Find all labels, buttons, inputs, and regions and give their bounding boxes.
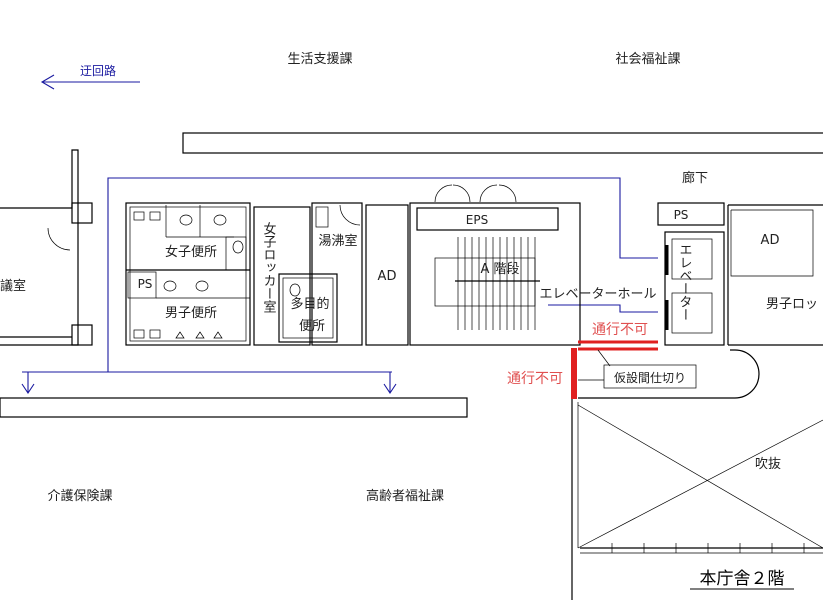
floor-title: 本庁舎２階 bbox=[700, 569, 785, 589]
multipurpose-label-1: 多目的 bbox=[290, 296, 329, 312]
womens-restroom-label: 女子便所 bbox=[165, 244, 217, 260]
womens-locker-room bbox=[253, 206, 311, 346]
ps-left-label: PS bbox=[138, 277, 153, 291]
temporary-partition bbox=[571, 340, 697, 399]
kitchenette-label: 湯沸室 bbox=[318, 233, 357, 249]
mens-restroom-label: 男子便所 bbox=[165, 306, 217, 321]
ad-right bbox=[727, 204, 823, 346]
ps-right-label: PS bbox=[674, 208, 689, 222]
mens-locker-label: 男子ロッ bbox=[766, 297, 818, 312]
elevator-hall-label: エレベーターホール bbox=[539, 287, 656, 302]
multipurpose-restroom bbox=[278, 273, 338, 343]
restroom-block bbox=[125, 202, 251, 346]
department-top-right: 社会福祉課 bbox=[615, 51, 680, 67]
detour-label: 迂回路 bbox=[80, 63, 116, 78]
atrium-label: 吹抜 bbox=[755, 456, 781, 472]
ad-right-label: AD bbox=[761, 233, 780, 248]
upper-counter bbox=[182, 132, 823, 154]
stairwell bbox=[409, 184, 581, 346]
atrium bbox=[571, 399, 823, 600]
meeting-room bbox=[0, 149, 93, 346]
meeting-room-label: 議室 bbox=[0, 278, 26, 294]
department-bottom-center: 高齢者福祉課 bbox=[366, 488, 444, 504]
temp-partition-label: 仮設間仕切り bbox=[614, 370, 686, 385]
ad-left-label: AD bbox=[378, 269, 397, 284]
womens-locker-label: 女子ロッカー室 bbox=[261, 221, 277, 313]
department-bottom-left: 介護保険課 bbox=[47, 488, 112, 504]
no-passage-label-2: 通行不可 bbox=[507, 371, 563, 387]
ad-left bbox=[365, 204, 409, 346]
eps-label: EPS bbox=[466, 213, 488, 227]
bay-window bbox=[578, 349, 760, 399]
lower-counter bbox=[0, 397, 468, 418]
elevator-label: エレベーター bbox=[677, 243, 693, 321]
no-passage-label-1: 通行不可 bbox=[592, 322, 648, 338]
multipurpose-label-2: 便所 bbox=[299, 319, 325, 334]
stairs-label: A 階段 bbox=[480, 262, 519, 277]
elevators bbox=[657, 202, 725, 346]
corridor-label: 廊下 bbox=[682, 170, 708, 186]
department-top-left: 生活支援課 bbox=[287, 51, 352, 67]
detour-arrow bbox=[40, 74, 140, 90]
evacuation-route bbox=[21, 177, 658, 394]
